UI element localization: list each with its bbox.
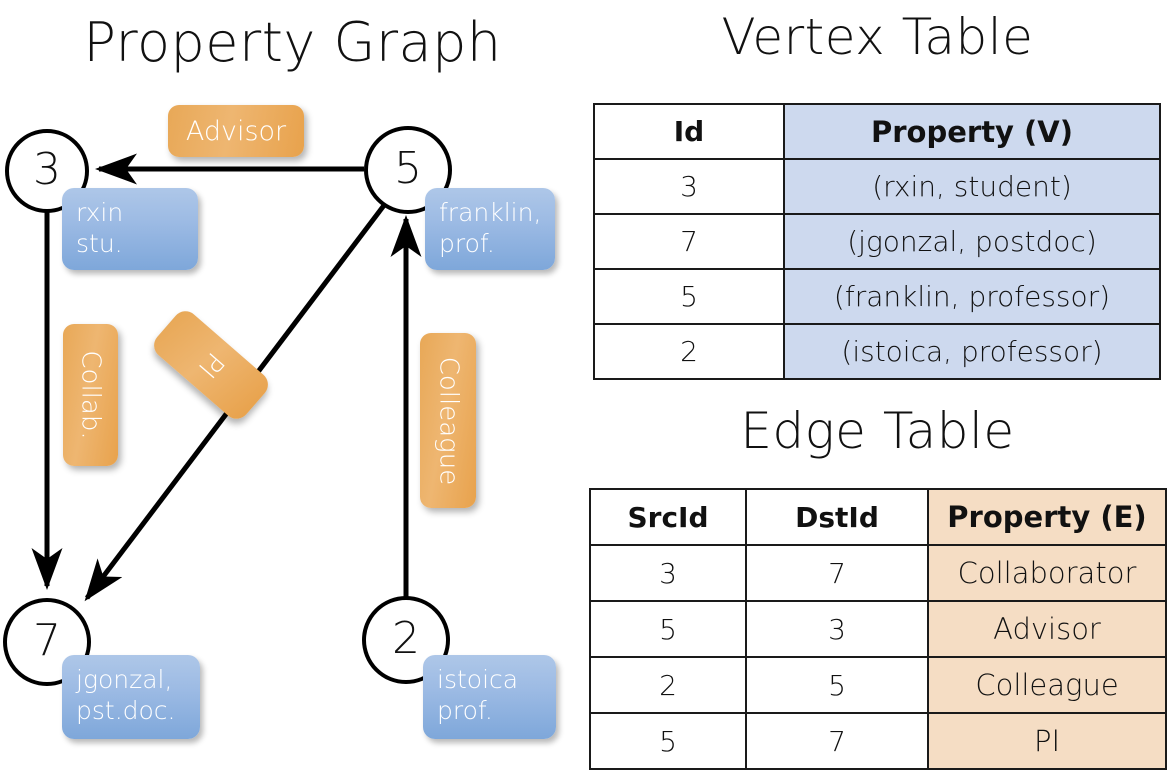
vertex-callout-2-line2: prof. <box>437 695 493 725</box>
vertex-row-2-id: 5 <box>593 268 785 325</box>
vertex-table-header-property: Property (V) <box>783 103 1161 160</box>
vertex-table: Id Property (V) 3 (rxin, student) 7 (jgo… <box>593 103 1161 380</box>
edge-row-2-dst: 5 <box>745 656 929 714</box>
edge-row-1-dst: 3 <box>745 600 929 658</box>
vertex-callout-3: rxin stu. <box>62 188 198 270</box>
vertex-callout-5-line2: prof. <box>439 228 495 258</box>
edge-table-header-dstid: DstId <box>745 488 929 546</box>
edge-callout-colleague-label: Colleague <box>433 356 464 485</box>
table-row: 3 (rxin, student) <box>593 158 1161 215</box>
page-title-property-graph: Property Graph <box>83 11 502 74</box>
edge-callout-pi-label: PI <box>192 346 230 384</box>
edge-row-3-property: PI <box>927 712 1167 770</box>
vertex-row-0-property: (rxin, student) <box>783 158 1161 215</box>
vertex-table-header-id: Id <box>593 103 785 160</box>
property-graph-diagram: 3 rxin stu. 5 franklin, prof. 7 jgonzal,… <box>0 0 585 760</box>
vertex-row-2-property: (franklin, professor) <box>783 268 1161 325</box>
vertex-callout-3-line2: stu. <box>76 228 123 258</box>
edge-row-1-src: 5 <box>589 600 747 658</box>
table-row: 5 7 PI <box>589 712 1167 770</box>
vertex-callout-2: istoica prof. <box>423 655 556 739</box>
edge-callout-collab: Collab. <box>63 324 118 466</box>
vertex-row-0-id: 3 <box>593 158 785 215</box>
vertex-callout-5: franklin, prof. <box>425 188 555 270</box>
vertex-callout-5-line1: franklin, <box>439 198 542 227</box>
table-row: 5 3 Advisor <box>589 600 1167 658</box>
vertex-callout-7: jgonzal, pst.doc. <box>62 655 200 739</box>
edge-row-2-property: Colleague <box>927 656 1167 714</box>
vertex-row-3-id: 2 <box>593 323 785 380</box>
vertex-callout-7-line1: jgonzal, <box>76 665 173 694</box>
edge-callout-advisor-label: Advisor <box>185 115 287 147</box>
vertex-row-3-property: (istoica, professor) <box>783 323 1161 380</box>
edge-callout-colleague: Colleague <box>420 333 476 508</box>
table-row: 7 (jgonzal, postdoc) <box>593 213 1161 270</box>
vertex-table-header-row: Id Property (V) <box>593 103 1161 160</box>
vertex-callout-2-line1: istoica <box>437 665 519 694</box>
edge-table-header-property: Property (E) <box>927 488 1167 546</box>
graph-node-2[interactable]: 2 <box>362 596 450 684</box>
edge-table-header-row: SrcId DstId Property (E) <box>589 488 1167 546</box>
edge-callout-advisor: Advisor <box>168 105 304 157</box>
table-row: 3 7 Collaborator <box>589 544 1167 602</box>
vertex-row-1-property: (jgonzal, postdoc) <box>783 213 1161 270</box>
edge-row-1-property: Advisor <box>927 600 1167 658</box>
table-row: 2 5 Colleague <box>589 656 1167 714</box>
page-title-vertex-table: Vertex Table <box>721 8 1034 66</box>
table-row: 5 (franklin, professor) <box>593 268 1161 325</box>
edge-callout-collab-label: Collab. <box>75 350 106 440</box>
edge-table-header-srcid: SrcId <box>589 488 747 546</box>
edge-row-3-src: 5 <box>589 712 747 770</box>
graph-node-7-label: 7 <box>33 615 61 666</box>
graph-node-2-label: 2 <box>392 613 420 664</box>
vertex-callout-3-line1: rxin <box>76 198 124 227</box>
edge-table: SrcId DstId Property (E) 3 7 Collaborato… <box>589 488 1167 770</box>
graph-node-5-label: 5 <box>394 143 422 194</box>
edge-row-0-src: 3 <box>589 544 747 602</box>
edge-row-0-dst: 7 <box>745 544 929 602</box>
edge-row-0-property: Collaborator <box>927 544 1167 602</box>
edge-row-2-src: 2 <box>589 656 747 714</box>
vertex-callout-7-line2: pst.doc. <box>76 695 176 725</box>
table-row: 2 (istoica, professor) <box>593 323 1161 380</box>
graph-node-5[interactable]: 5 <box>364 126 452 214</box>
graph-node-3-label: 3 <box>33 144 61 195</box>
edge-row-3-dst: 7 <box>745 712 929 770</box>
vertex-row-1-id: 7 <box>593 213 785 270</box>
page-title-edge-table: Edge Table <box>740 402 1015 460</box>
